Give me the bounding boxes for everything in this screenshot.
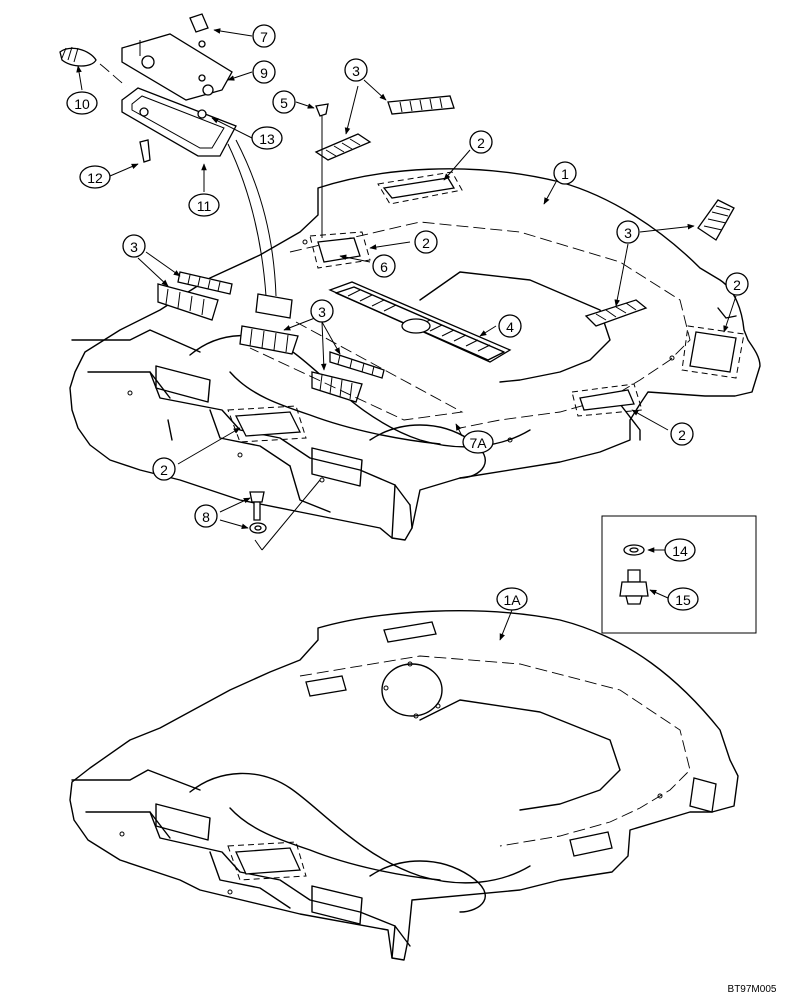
callout-3-right: 3 (616, 220, 640, 244)
callout-14-label: 14 (672, 543, 688, 559)
callout-12: 12 (79, 165, 111, 189)
vent-louver (314, 133, 372, 161)
callout-8: 8 (194, 504, 218, 528)
callout-2-rear: 2 (670, 422, 694, 446)
callout-7: 7 (252, 24, 276, 48)
callouts: 7 9 10 13 12 11 5 3 2 1 2 6 3 3 2 3 4 7A… (66, 24, 749, 611)
callout-13-label: 13 (259, 131, 275, 147)
callout-9: 9 (252, 60, 276, 84)
vent-louvers (157, 95, 735, 403)
fastener-inset-box (601, 515, 757, 634)
callout-2-label: 2 (678, 427, 686, 443)
callout-2-right: 2 (725, 272, 749, 296)
callout-3-top: 3 (344, 58, 368, 82)
callout-4: 4 (498, 314, 522, 338)
callout-1a: 1A (496, 587, 528, 611)
callout-10: 10 (66, 91, 98, 115)
dome-light-assembly (59, 13, 464, 421)
callout-2-mid: 2 (414, 230, 438, 254)
callout-7a: 7A (462, 430, 494, 454)
callout-11-label: 11 (197, 198, 212, 214)
callout-9-label: 9 (260, 65, 268, 81)
callout-4-label: 4 (506, 319, 514, 335)
callout-1-label: 1 (561, 166, 569, 182)
callout-13: 13 (251, 126, 283, 150)
callout-6: 6 (372, 254, 396, 278)
callout-2-top: 2 (469, 130, 493, 154)
callout-3-label: 3 (130, 239, 138, 255)
callout-11: 11 (188, 193, 220, 217)
vent-louver (387, 95, 455, 115)
drawing-number: BT97M005 (728, 984, 777, 995)
callout-8-label: 8 (202, 509, 210, 525)
headliner-openings (155, 171, 745, 487)
callout-2-label: 2 (477, 135, 485, 151)
callout-15-label: 15 (675, 592, 691, 608)
vent-louver (157, 283, 219, 321)
center-vent-bar (328, 281, 512, 363)
callout-2-label: 2 (422, 235, 430, 251)
callout-6-label: 6 (380, 259, 388, 275)
vent-louver (177, 271, 233, 295)
callout-10-label: 10 (74, 96, 90, 112)
vent-louver (697, 199, 735, 241)
callout-5-label: 5 (280, 95, 288, 111)
callout-12-label: 12 (87, 170, 103, 186)
callout-5: 5 (272, 90, 296, 114)
headliner-lower (69, 610, 739, 961)
callout-7a-label: 7A (469, 435, 487, 451)
callout-3-label: 3 (624, 225, 632, 241)
callout-1a-label: 1A (503, 592, 521, 608)
vent-louver (329, 351, 385, 379)
callout-2-front: 2 (152, 457, 176, 481)
callout-3-left: 3 (122, 234, 146, 258)
vent-louver (239, 325, 299, 355)
callout-2-label: 2 (733, 277, 741, 293)
callout-7-label: 7 (260, 29, 268, 45)
headliner-upper (69, 168, 761, 541)
bolt-and-washer (249, 479, 321, 551)
callout-3-label: 3 (352, 63, 360, 79)
callout-3-label: 3 (318, 304, 326, 320)
callout-1: 1 (553, 161, 577, 185)
callout-2-label: 2 (160, 462, 168, 478)
callout-15: 15 (667, 587, 699, 611)
callout-14: 14 (664, 538, 696, 562)
vent-louver (311, 371, 363, 403)
callout-3-center: 3 (310, 299, 334, 323)
